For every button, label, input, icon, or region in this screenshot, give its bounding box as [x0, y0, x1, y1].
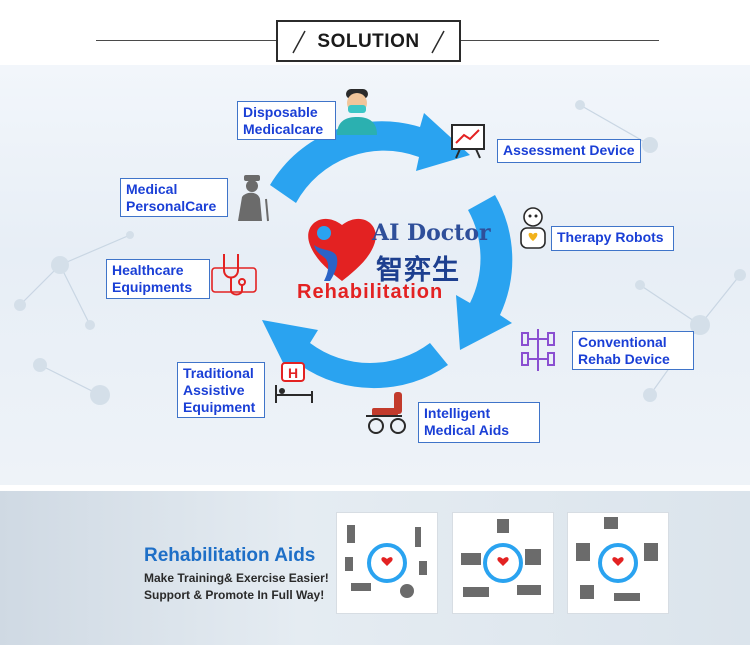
product-collage-image: [345, 525, 427, 598]
label-disposable-medicalcare: Disposable Medicalcare: [237, 101, 336, 140]
slash-decoration-icon: [292, 30, 306, 54]
product-thumbnail[interactable]: [567, 512, 669, 614]
label-medical-personalcare: Medical PersonalCare: [120, 178, 228, 217]
label-line: Rehab Device: [578, 351, 670, 367]
section-title: SOLUTION: [317, 31, 420, 52]
logo-chinese: 智弈生: [376, 255, 460, 286]
label-line: Medical Aids: [424, 422, 510, 438]
robot-icon: [520, 207, 546, 249]
label-line: Medical: [126, 181, 178, 197]
arrow-right: [456, 195, 513, 350]
label-line: Traditional: [183, 365, 254, 381]
label-line: Equipments: [112, 279, 193, 295]
label-line: Medicalcare: [243, 121, 324, 137]
label-line: Disposable: [243, 104, 318, 120]
banner-subtitle-1: Make Training& Exercise Easier!: [144, 571, 329, 585]
wheelchair-icon: [366, 392, 406, 434]
label-intelligent-medical-aids: Intelligent Medical Aids: [418, 402, 540, 443]
product-thumbnail[interactable]: [452, 512, 554, 614]
elderly-person-icon: [238, 175, 269, 222]
label-conventional-rehab-device: Conventional Rehab Device: [572, 331, 694, 370]
label-line: Equipment: [183, 399, 256, 415]
label-line: Conventional: [578, 334, 667, 350]
doctor-icon: [337, 89, 377, 135]
product-collage-image: [461, 519, 541, 597]
logo-english: AI Doctor: [372, 220, 491, 246]
label-line: Assistive: [183, 382, 245, 398]
ai-doctor-logo-icon: [308, 218, 376, 281]
slash-decoration-icon: [431, 30, 445, 54]
rehabilitation-aids-banner: Rehabilitation Aids Make Training& Exerc…: [0, 491, 750, 645]
cycle-arrows: [262, 113, 513, 389]
stethoscope-icon: [211, 254, 257, 296]
label-line: Assessment Device: [503, 142, 635, 158]
logo-tagline: Rehabilitation: [297, 281, 444, 303]
molecule-background: [14, 100, 746, 405]
arrow-bottom: [262, 320, 448, 389]
label-healthcare-equipments: Healthcare Equipments: [106, 259, 210, 299]
product-thumbnail[interactable]: [336, 512, 438, 614]
header-rule-left: [96, 40, 276, 41]
label-line: Healthcare: [112, 262, 184, 278]
label-line: Intelligent: [424, 405, 491, 421]
label-assessment-device: Assessment Device: [497, 139, 641, 163]
rehab-device-icon: [521, 329, 555, 371]
arrow-top: [270, 113, 470, 203]
section-header: SOLUTION: [276, 20, 461, 62]
product-collage-image: [576, 517, 658, 601]
banner-subtitle-2: Support & Promote In Full Way!: [144, 588, 325, 602]
solution-diagram: AI Doctor 智弈生 Rehabilitation H: [0, 65, 750, 485]
banner-title: Rehabilitation Aids: [144, 545, 316, 566]
label-traditional-assistive-equipment: Traditional Assistive Equipment: [177, 362, 265, 418]
label-therapy-robots: Therapy Robots: [551, 226, 674, 251]
header-rule-right: [461, 40, 659, 41]
hospital-bed-icon: H: [275, 362, 313, 403]
assessment-board-icon: [451, 124, 485, 159]
svg-text:H: H: [288, 365, 298, 381]
label-line: PersonalCare: [126, 198, 217, 214]
label-line: Therapy Robots: [557, 229, 664, 245]
